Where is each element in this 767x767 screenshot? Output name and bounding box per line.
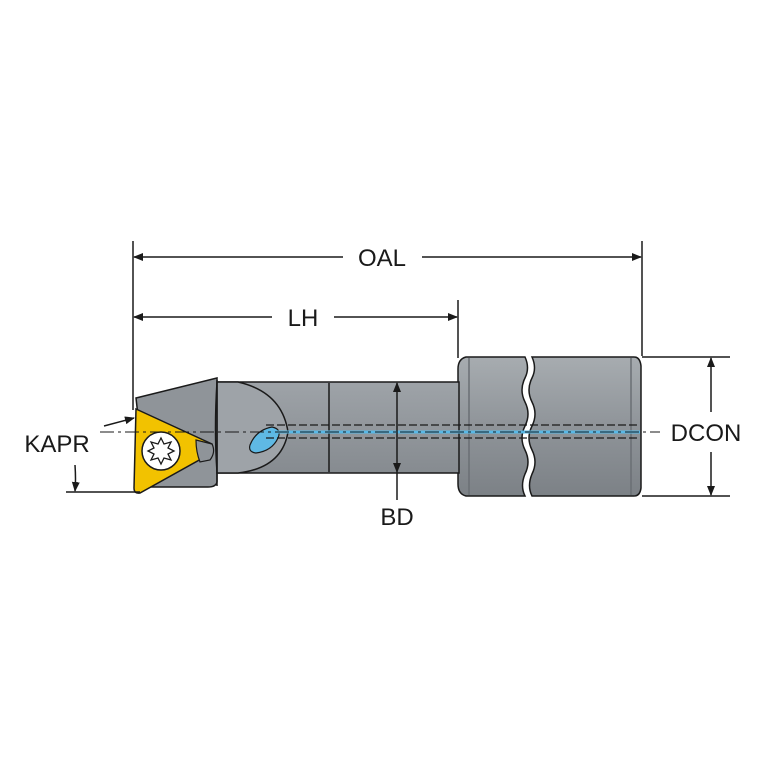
kapr-leader [103,416,135,427]
torx-screw-icon [141,431,181,471]
oal-label: OAL [358,245,406,272]
insert-clamp-notch [195,439,215,463]
bd-dimension: BD [380,382,414,531]
kapr-dimension: KAPR [24,416,140,493]
lh-label: LH [288,305,319,332]
lh-dimension: LH [133,300,459,358]
dcon-label: DCON [671,420,742,447]
shank-left-part [457,356,529,497]
kapr-arc [71,464,80,492]
tool-body [135,356,642,497]
dcon-dimension: DCON [642,356,742,497]
oal-dimension: OAL [132,241,643,410]
shank-right-part [528,356,642,497]
kapr-label: KAPR [24,431,89,458]
bd-label: BD [380,504,413,531]
